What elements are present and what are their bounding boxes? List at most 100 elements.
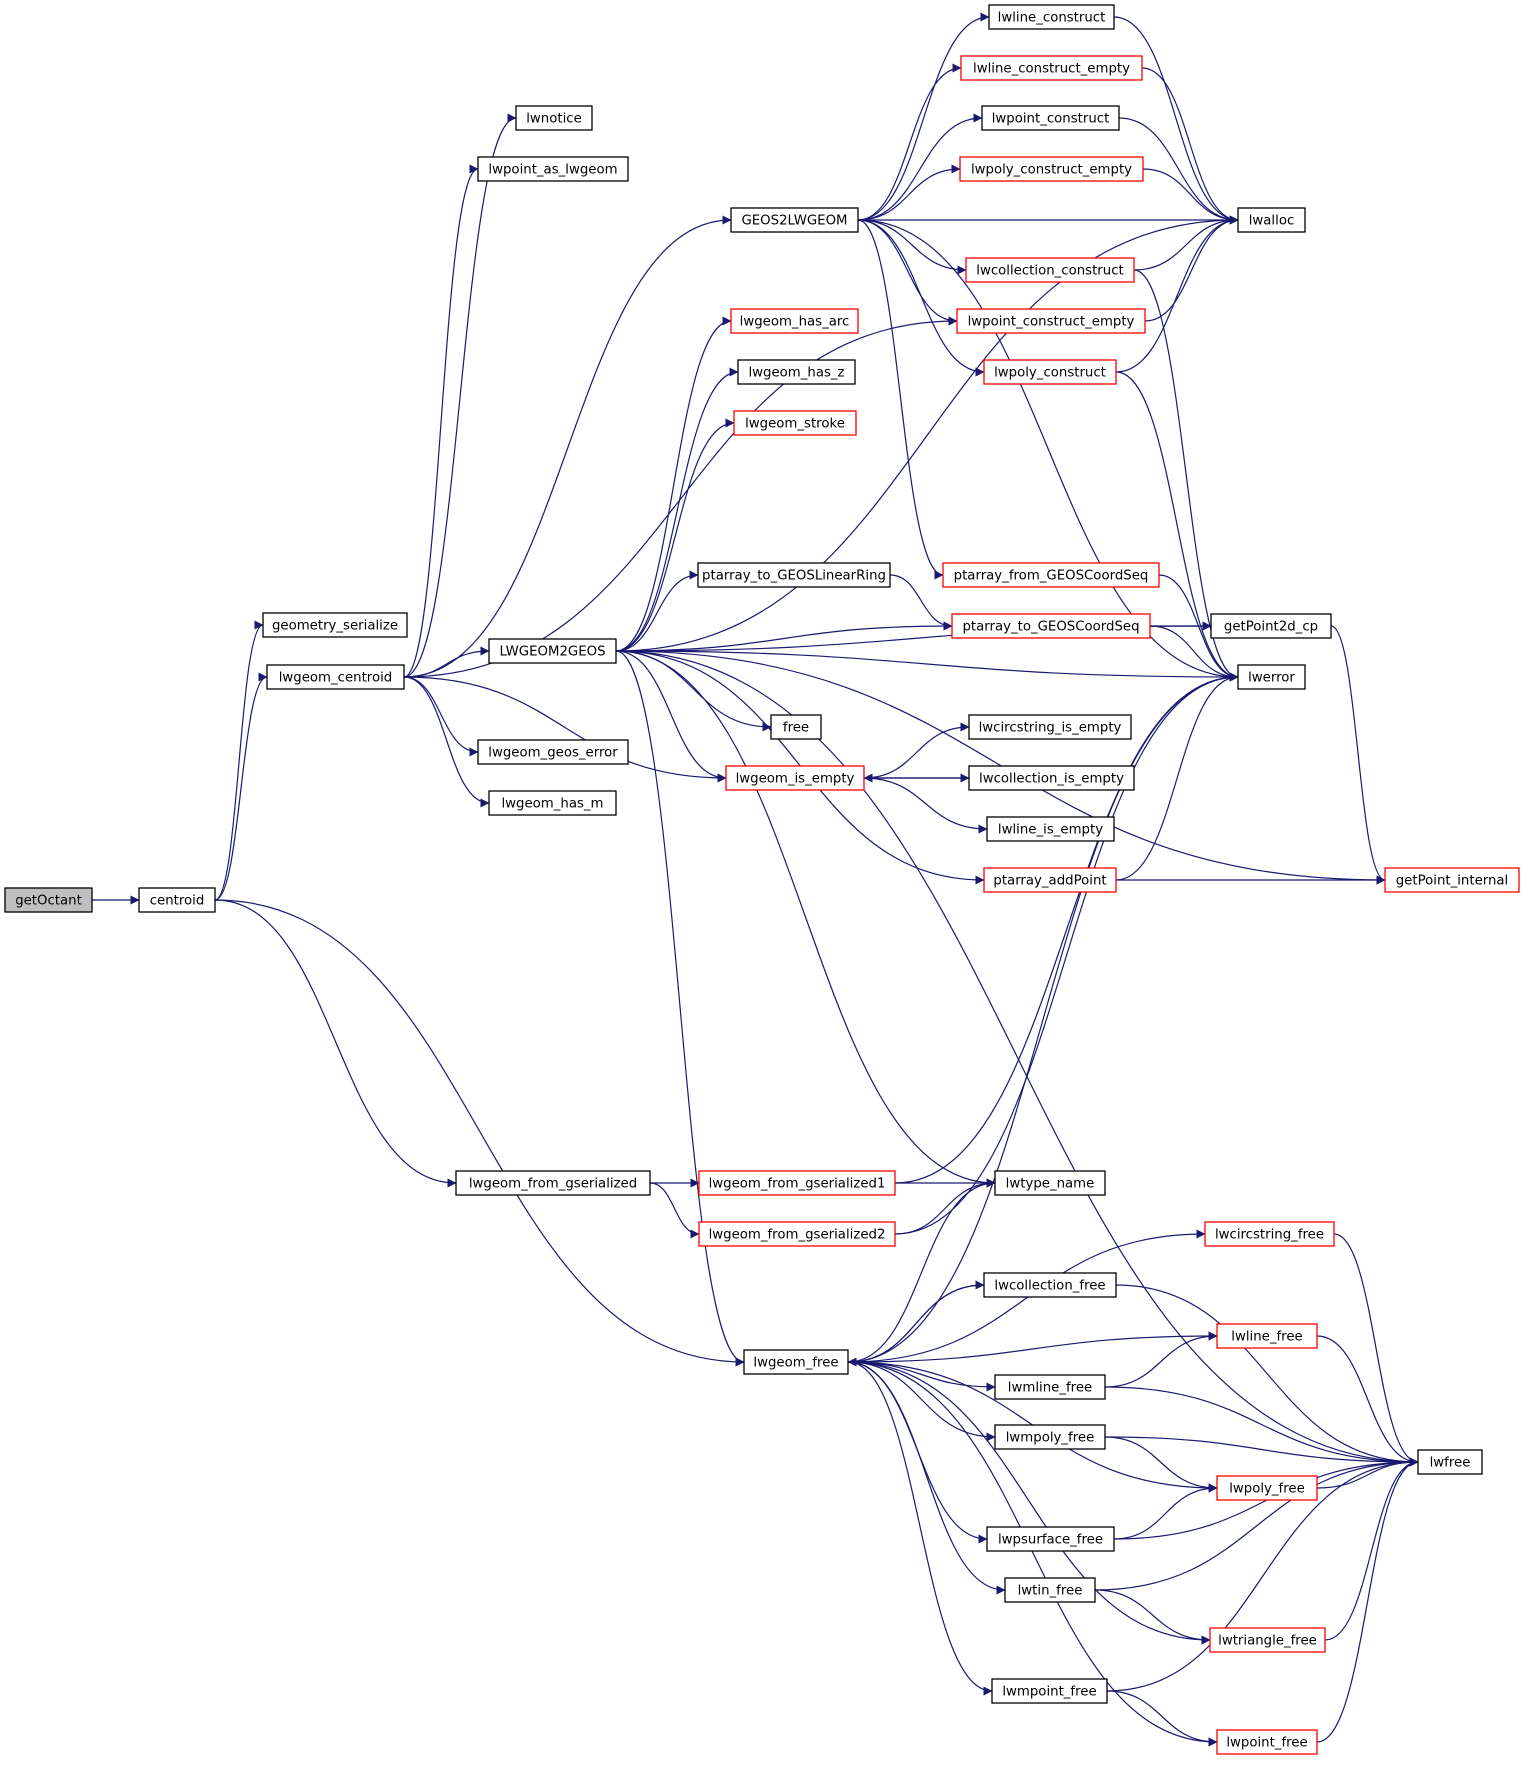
node-box[interactable] [965, 257, 1135, 283]
node-lwcollection_free[interactable]: lwcollection_free [983, 1272, 1117, 1298]
node-box[interactable] [960, 55, 1143, 81]
node-box[interactable] [956, 308, 1146, 334]
node-lwgeom_from_gserialized[interactable]: lwgeom_from_gserialized [455, 1170, 651, 1196]
node-box[interactable] [1384, 867, 1520, 893]
node-lwtype_name[interactable]: lwtype_name [994, 1170, 1106, 1196]
node-box[interactable] [455, 1170, 651, 1196]
node-box[interactable] [725, 765, 865, 791]
node-geometry_serialize[interactable]: geometry_serialize [262, 612, 408, 638]
node-box[interactable] [477, 156, 629, 182]
node-lwpoint_construct_empty[interactable]: lwpoint_construct_empty [956, 308, 1146, 334]
node-getPoint2d_cp[interactable]: getPoint2d_cp [1210, 613, 1332, 639]
node-lwpoint_as_lwgeom[interactable]: lwpoint_as_lwgeom [477, 156, 629, 182]
node-box[interactable] [737, 359, 856, 385]
node-box[interactable] [770, 714, 822, 740]
node-lwtriangle_free[interactable]: lwtriangle_free [1209, 1627, 1326, 1653]
node-box[interactable] [942, 562, 1160, 588]
node-box[interactable] [1216, 1729, 1318, 1755]
node-ptarray_to_GEOSCoordSeq[interactable]: ptarray_to_GEOSCoordSeq [951, 613, 1151, 639]
node-lwgeom_is_empty[interactable]: lwgeom_is_empty [725, 765, 865, 791]
node-box[interactable] [981, 105, 1120, 131]
node-box[interactable] [266, 664, 405, 690]
node-lwline_free[interactable]: lwline_free [1216, 1323, 1318, 1349]
node-box[interactable] [4, 887, 93, 913]
node-lwgeom_geos_error[interactable]: lwgeom_geos_error [477, 739, 629, 765]
node-lwpoint_construct[interactable]: lwpoint_construct [981, 105, 1120, 131]
node-box[interactable] [959, 156, 1144, 182]
node-box[interactable] [991, 1678, 1108, 1704]
node-ptarray_from_GEOSCoordSeq[interactable]: ptarray_from_GEOSCoordSeq [942, 562, 1160, 588]
node-box[interactable] [743, 1349, 849, 1375]
node-box[interactable] [698, 1221, 896, 1247]
node-box[interactable] [983, 1272, 1117, 1298]
node-box[interactable] [262, 612, 408, 638]
node-box[interactable] [994, 1374, 1106, 1400]
node-lwcollection_is_empty[interactable]: lwcollection_is_empty [968, 765, 1135, 791]
node-lwgeom_free[interactable]: lwgeom_free [743, 1349, 849, 1375]
node-lwgeom_has_z[interactable]: lwgeom_has_z [737, 359, 856, 385]
node-lwpoly_construct_empty[interactable]: lwpoly_construct_empty [959, 156, 1144, 182]
node-lwpoly_construct[interactable]: lwpoly_construct [983, 359, 1117, 385]
node-lwcollection_construct[interactable]: lwcollection_construct [965, 257, 1135, 283]
node-LWGEOM2GEOS[interactable]: LWGEOM2GEOS [488, 638, 617, 664]
node-box[interactable] [515, 105, 593, 131]
node-lwline_construct[interactable]: lwline_construct [988, 4, 1115, 30]
node-free[interactable]: free [770, 714, 822, 740]
node-box[interactable] [730, 308, 859, 334]
node-lwgeom_from_gserialized2[interactable]: lwgeom_from_gserialized2 [698, 1221, 896, 1247]
node-box[interactable] [994, 1424, 1106, 1450]
node-box[interactable] [986, 816, 1115, 842]
node-lwline_construct_empty[interactable]: lwline_construct_empty [960, 55, 1143, 81]
node-box[interactable] [1204, 1221, 1335, 1247]
node-box[interactable] [986, 1526, 1115, 1552]
node-box[interactable] [983, 359, 1117, 385]
node-GEOS2LWGEOM[interactable]: GEOS2LWGEOM [730, 207, 859, 233]
node-box[interactable] [951, 613, 1151, 639]
node-centroid[interactable]: centroid [138, 887, 216, 913]
node-ptarray_addPoint[interactable]: ptarray_addPoint [983, 867, 1117, 893]
node-box[interactable] [1237, 207, 1306, 233]
node-lwgeom_from_gserialized1[interactable]: lwgeom_from_gserialized1 [698, 1170, 896, 1196]
node-lwpsurface_free[interactable]: lwpsurface_free [986, 1526, 1115, 1552]
node-lwcircstring_free[interactable]: lwcircstring_free [1204, 1221, 1335, 1247]
node-box[interactable] [968, 765, 1135, 791]
node-box[interactable] [1004, 1577, 1096, 1603]
node-box[interactable] [1237, 664, 1306, 690]
node-lwtin_free[interactable]: lwtin_free [1004, 1577, 1096, 1603]
node-box[interactable] [983, 867, 1117, 893]
node-box[interactable] [488, 790, 617, 816]
node-lwerror[interactable]: lwerror [1237, 664, 1306, 690]
node-box[interactable] [733, 410, 857, 436]
node-lwalloc[interactable]: lwalloc [1237, 207, 1306, 233]
node-lwgeom_stroke[interactable]: lwgeom_stroke [733, 410, 857, 436]
node-lwline_is_empty[interactable]: lwline_is_empty [986, 816, 1115, 842]
node-box[interactable] [1417, 1449, 1483, 1475]
node-box[interactable] [698, 1170, 896, 1196]
node-box[interactable] [477, 739, 629, 765]
node-box[interactable] [1216, 1323, 1318, 1349]
node-lwmpoint_free[interactable]: lwmpoint_free [991, 1678, 1108, 1704]
node-lwmpoly_free[interactable]: lwmpoly_free [994, 1424, 1106, 1450]
node-box[interactable] [488, 638, 617, 664]
node-box[interactable] [994, 1170, 1106, 1196]
node-box[interactable] [1210, 613, 1332, 639]
node-lwnotice[interactable]: lwnotice [515, 105, 593, 131]
node-box[interactable] [138, 887, 216, 913]
node-lwpoint_free[interactable]: lwpoint_free [1216, 1729, 1318, 1755]
node-lwpoly_free[interactable]: lwpoly_free [1216, 1475, 1318, 1501]
node-box[interactable] [1216, 1475, 1318, 1501]
node-lwfree[interactable]: lwfree [1417, 1449, 1483, 1475]
node-lwgeom_has_m[interactable]: lwgeom_has_m [488, 790, 617, 816]
node-box[interactable] [1209, 1627, 1326, 1653]
node-box[interactable] [697, 562, 891, 588]
node-box[interactable] [968, 714, 1132, 740]
node-getPoint_internal[interactable]: getPoint_internal [1384, 867, 1520, 893]
node-getOctant[interactable]: getOctant [4, 887, 93, 913]
node-lwgeom_centroid[interactable]: lwgeom_centroid [266, 664, 405, 690]
node-lwmline_free[interactable]: lwmline_free [994, 1374, 1106, 1400]
node-box[interactable] [988, 4, 1115, 30]
node-box[interactable] [730, 207, 859, 233]
node-lwgeom_has_arc[interactable]: lwgeom_has_arc [730, 308, 859, 334]
node-ptarray_to_GEOSLinearRing[interactable]: ptarray_to_GEOSLinearRing [697, 562, 891, 588]
node-lwcircstring_is_empty[interactable]: lwcircstring_is_empty [968, 714, 1132, 740]
